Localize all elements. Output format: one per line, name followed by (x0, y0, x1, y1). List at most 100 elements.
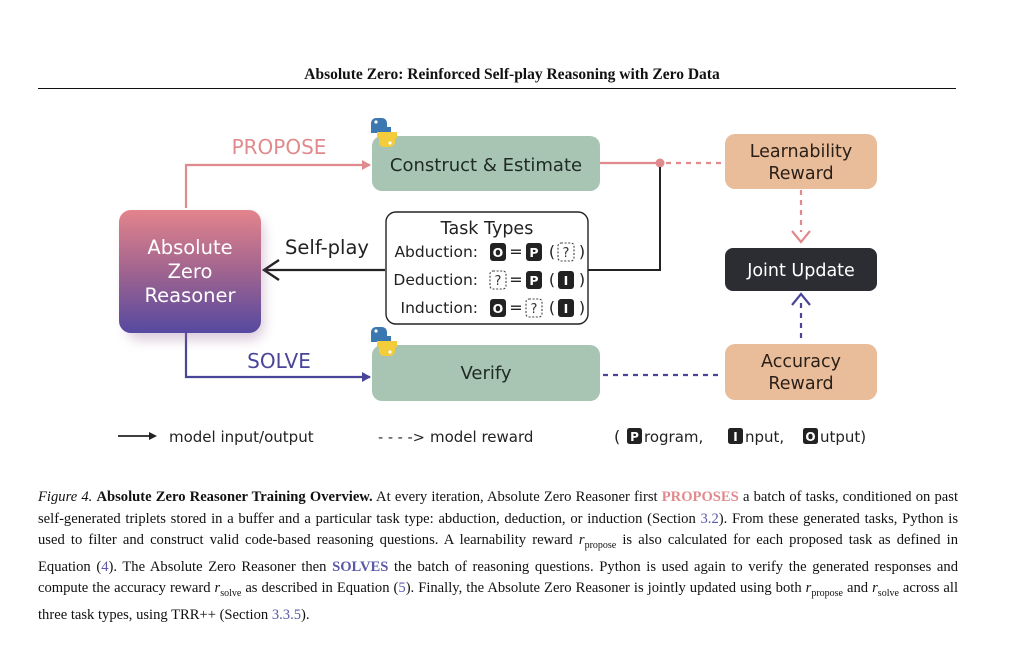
task-glyph-letter: O (493, 245, 504, 260)
task-glyph-operator: ) (579, 298, 585, 317)
task-glyph-box (526, 243, 542, 261)
caption-solves: SOLVES (332, 558, 389, 575)
junction-dot (655, 158, 665, 168)
learnability-to-joint-arrowhead (791, 230, 811, 244)
equation-ref-link[interactable]: 5 (398, 580, 406, 597)
caption-text: ). Finally, the Absolute Zero Reasoner i… (405, 580, 806, 597)
reasoner-line-1: Absolute (147, 236, 232, 259)
section-ref-link[interactable]: 3.3.5 (271, 606, 302, 623)
legend-program-key-bg (627, 428, 642, 444)
task-glyph-operator: ( (549, 298, 555, 317)
accuracy-reward-box: Accuracy Reward (725, 344, 877, 400)
caption-text: and (843, 580, 873, 597)
unknown-placeholder-box (525, 298, 543, 318)
absolute-zero-reasoner-box: Absolute Zero Reasoner (119, 210, 261, 333)
caption-text: as described in Equation ( (241, 580, 399, 597)
page-header-title: Absolute Zero: Reinforced Self-play Reas… (304, 66, 720, 83)
task-glyph-operator: ) (579, 270, 585, 289)
task-glyph-operator: = (509, 270, 522, 289)
equation-ref-link[interactable]: 4 (101, 558, 109, 575)
math-r: r (578, 532, 585, 549)
legend-input-key: I (733, 430, 737, 444)
caption-figure-title: Absolute Zero Reasoner Training Overview… (96, 489, 373, 505)
deduction-label: Deduction: (393, 271, 478, 289)
construct-estimate-label: Construct & Estimate (390, 155, 582, 176)
induction-label: Induction: (401, 299, 479, 317)
verify-label: Verify (460, 363, 511, 384)
task-glyph-box (490, 299, 506, 317)
task-glyph-operator: = (509, 298, 522, 317)
joint-update-box: Joint Update (725, 248, 877, 291)
caption-proposes: PROPOSES (661, 489, 739, 505)
caption-text: the batch of reasoning questions. Python… (38, 558, 958, 597)
task-glyph-letter: P (529, 273, 538, 288)
figure-caption: Figure 4. Absolute Zero Reasoner Trainin… (38, 487, 958, 626)
unknown-placeholder-box (489, 270, 507, 290)
legend: model input/output - - - -> model reward… (118, 427, 866, 446)
section-ref-link[interactable]: 3.2 (700, 510, 719, 527)
header-rule (38, 88, 956, 89)
task-glyph-operator: = (509, 242, 522, 261)
selfplay-label: Self-play (285, 236, 369, 259)
caption-text: a batch of tasks, conditioned on past se… (38, 489, 958, 527)
caption-text: across all three task types, using TRR++… (38, 580, 959, 623)
propose-label: PROPOSE (232, 135, 327, 159)
task-glyph-box (490, 243, 506, 261)
math-r: r (872, 580, 878, 597)
task-glyph-letter: I (564, 301, 569, 316)
learnability-line-1: Learnability (750, 142, 853, 162)
caption-figure-label: Figure 4. (38, 489, 93, 505)
reasoner-line-2: Zero (168, 260, 213, 283)
learnability-reward-box: Learnability Reward (725, 134, 877, 189)
legend-solid-arrowhead (149, 432, 157, 440)
legend-program-key: P (630, 430, 639, 444)
caption-text: ). From these generated tasks, Python is… (38, 510, 959, 549)
math-r: r (805, 580, 812, 597)
task-glyph-box (558, 271, 574, 289)
task-glyph-operator: ) (579, 242, 585, 261)
task-types-box: Task Types Abduction: Deduction: Inducti… (385, 211, 589, 325)
python-icon (371, 118, 397, 147)
legend-dashed-arrow: - - - -> (378, 430, 425, 446)
accuracy-line-1: Accuracy (761, 352, 841, 372)
caption-text: is also calculated for each proposed tas… (38, 532, 958, 575)
task-glyph-box (558, 299, 574, 317)
abduction-label: Abduction: (394, 243, 478, 261)
solve-label: SOLVE (247, 349, 311, 373)
unknown-placeholder-box (557, 242, 575, 262)
accuracy-to-joint-arrowhead (791, 292, 811, 306)
legend-output-key-bg (803, 428, 818, 444)
legend-output-rest: utput) (820, 428, 866, 446)
caption-text: At every iteration, Absolute Zero Reason… (372, 489, 662, 505)
task-glyph-letter: P (529, 245, 538, 260)
accuracy-line-2: Reward (768, 374, 833, 394)
math-sub-solve: solve (220, 588, 242, 600)
unknown-placeholder-glyph: ? (495, 274, 502, 289)
legend-input-rest: nput, (745, 428, 784, 446)
math-sub-solve: solve (877, 588, 899, 600)
task-glyph-operator: ( (549, 242, 555, 261)
legend-solid-label: model input/output (169, 428, 314, 446)
python-icon (371, 327, 397, 356)
unknown-placeholder-glyph: ? (563, 246, 570, 261)
task-glyph-operator: ( (549, 270, 555, 289)
legend-input-key-bg (728, 428, 743, 444)
legend-output-key: O (805, 430, 815, 444)
learnability-line-2: Reward (768, 164, 833, 184)
reasoner-line-3: Reasoner (144, 284, 236, 307)
joint-update-label: Joint Update (746, 261, 855, 281)
solve-arrow (184, 333, 371, 382)
task-glyph-letter: I (564, 273, 569, 288)
caption-text: ). The Absolute Zero Reasoner then (108, 558, 333, 575)
selfplay-return-line (588, 167, 661, 271)
construct-estimate-box: Construct & Estimate (372, 136, 600, 191)
azr-diagram: Absolute Zero Reasoner PROPOSE SOLVE Sel… (118, 118, 877, 446)
verify-box: Verify (372, 345, 600, 401)
propose-arrow (184, 160, 371, 208)
task-glyph-letter: O (493, 301, 504, 316)
task-types-title: Task Types (440, 219, 534, 239)
math-sub-propose: propose (811, 588, 843, 600)
unknown-placeholder-glyph: ? (531, 302, 538, 317)
legend-program-rest: rogram, (644, 428, 703, 446)
legend-dashed-label: model reward (430, 428, 533, 446)
